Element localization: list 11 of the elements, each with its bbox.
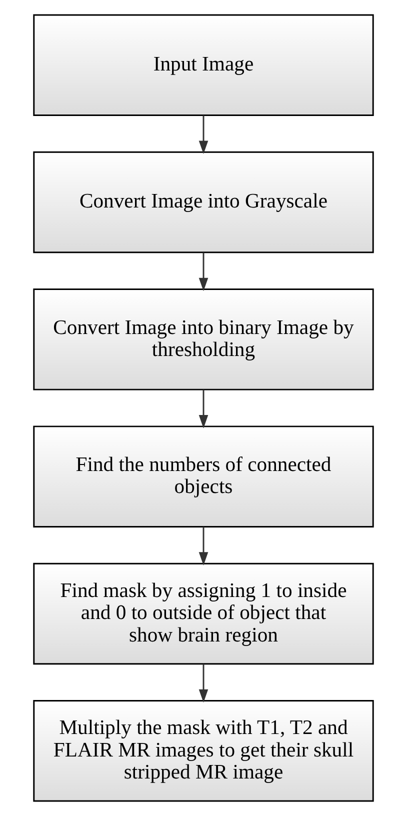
arrow	[198, 252, 208, 292]
arrow	[198, 664, 208, 703]
arrow	[198, 115, 208, 154]
arrow	[198, 390, 208, 428]
arrow	[198, 526, 208, 566]
node-box: Find the numbers of connected objects	[32, 426, 374, 528]
node-box: Input Image	[32, 14, 374, 116]
node-box: Convert Image into binary Image by thresholding	[32, 288, 374, 390]
node-box: Find mask by assigning 1 to inside and 0 to outside of object that show brain region	[32, 562, 374, 665]
node-box: Multiply the mask with T1, T2 and FLAIR MR images to get their skull stripped MR image	[32, 700, 374, 802]
node-box: Convert Image into Grayscale	[32, 151, 374, 254]
